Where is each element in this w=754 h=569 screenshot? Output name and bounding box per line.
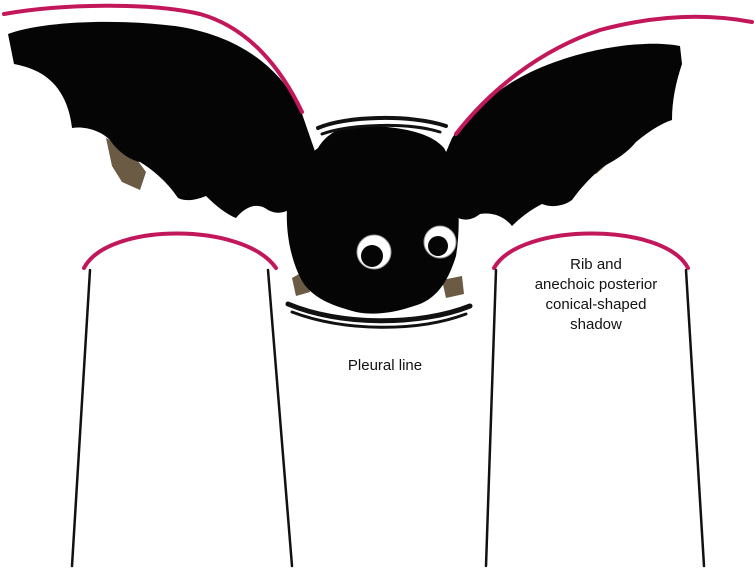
rib-shadow-label: Rib and anechoic posterior conical-shape… bbox=[486, 255, 706, 335]
bat-body bbox=[287, 126, 459, 314]
left-shadow-left-edge bbox=[72, 270, 90, 566]
left-wing bbox=[8, 22, 318, 218]
left-rib-arc bbox=[84, 234, 276, 269]
pleural-line-label: Pleural line bbox=[300, 356, 470, 376]
left-shadow-right-edge bbox=[268, 270, 292, 566]
right-wing bbox=[436, 44, 682, 226]
